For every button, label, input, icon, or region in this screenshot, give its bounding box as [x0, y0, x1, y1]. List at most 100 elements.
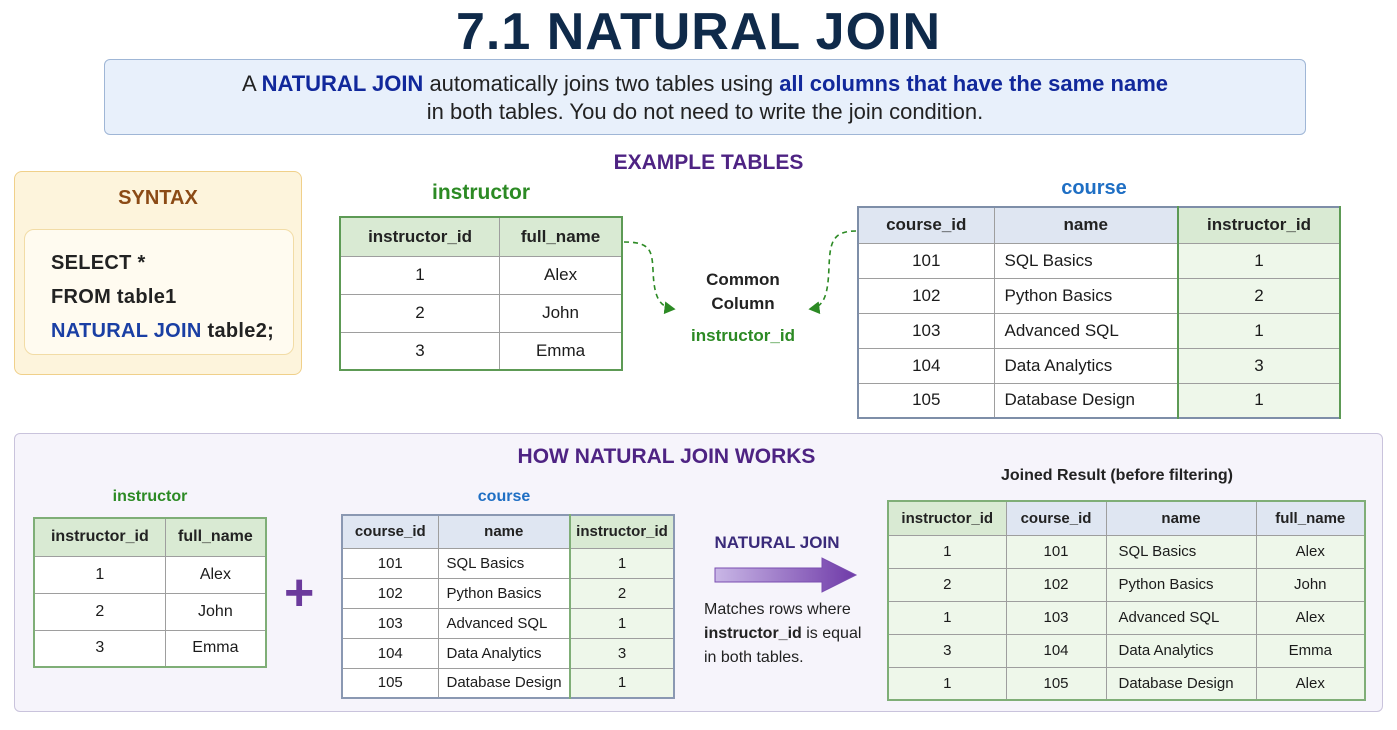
syntax-code-block: SELECT * FROM table1 NATURAL JOIN table2…	[24, 229, 294, 355]
course-table-label: course	[1061, 177, 1127, 199]
table-cell: Python Basics	[1105, 567, 1257, 602]
syntax-line-from: FROM table1	[51, 286, 177, 308]
column-header: instructor_id	[33, 517, 166, 557]
intro-box: A NATURAL JOIN automatically joins two t…	[104, 59, 1306, 135]
table-cell: 2	[33, 592, 166, 631]
table-cell: Advanced SQL	[1105, 600, 1257, 635]
table-cell: 101	[857, 242, 995, 279]
table-cell: 102	[1005, 567, 1107, 602]
table-cell: 103	[857, 312, 995, 349]
table-cell: SQL Basics	[1105, 534, 1257, 569]
desc-text: is equal	[801, 625, 862, 642]
column-header-common: instructor_id	[1177, 206, 1341, 244]
result-table-label: Joined Result (before filtering)	[1000, 467, 1233, 484]
how-it-works-heading: HOW NATURAL JOIN WORKS	[517, 445, 816, 468]
table-cell: Database Design	[1105, 666, 1257, 701]
syntax-title: SYNTAX	[118, 187, 198, 209]
table-cell: 104	[857, 347, 995, 384]
natural-join-description: Matches rows where instructor_id is equa…	[704, 598, 884, 670]
table-cell: Alex	[1255, 600, 1366, 635]
table-cell: Alex	[1255, 534, 1366, 569]
table-cell: 2	[887, 567, 1007, 602]
table-cell: Emma	[164, 629, 267, 668]
table-cell: 2	[339, 293, 501, 333]
table-cell: 1	[887, 600, 1007, 635]
column-header: name	[993, 206, 1179, 244]
intro-highlight-same-name: all columns that have the same name	[779, 71, 1168, 96]
common-label-line: Column	[711, 294, 775, 313]
column-header: full_name	[164, 517, 267, 557]
column-header: instructor_id	[339, 216, 501, 257]
table-cell: John	[164, 592, 267, 631]
table-cell: Advanced SQL	[437, 607, 571, 639]
right-connector-arrow	[808, 230, 857, 315]
instructor-table-label: instructor	[112, 488, 188, 505]
table-cell: SQL Basics	[993, 242, 1179, 279]
syntax-panel: SYNTAX SELECT * FROM table1 NATURAL JOIN…	[14, 171, 302, 375]
table-cell: Alex	[1255, 666, 1366, 701]
syntax-line-join: NATURAL JOIN table2;	[51, 314, 293, 348]
instructor-table-label: instructor	[431, 181, 530, 204]
table-cell: 3	[33, 629, 166, 668]
table-cell: Data Analytics	[993, 347, 1179, 384]
table-cell: Data Analytics	[1105, 633, 1257, 668]
table-cell: 105	[857, 382, 995, 419]
intro-line-2: in both tables. You do not need to write…	[426, 99, 984, 124]
table-cell: Alex	[499, 255, 623, 295]
table-cell: 1	[339, 255, 501, 295]
column-header: course_id	[857, 206, 995, 244]
intro-line-1: A NATURAL JOIN automatically joins two t…	[105, 70, 1305, 98]
column-header: name	[437, 514, 571, 549]
common-column-label: Common Column	[690, 268, 796, 316]
column-header: instructor_id	[887, 500, 1007, 536]
common-label-line: Common	[706, 270, 780, 289]
desc-line: in both tables.	[704, 649, 804, 666]
table-cell: 1	[1177, 382, 1341, 419]
table-cell: 1	[569, 547, 675, 579]
table-cell: Emma	[1255, 633, 1366, 668]
table-cell: 103	[1005, 600, 1107, 635]
table-cell: 1	[887, 666, 1007, 701]
course-table-label: course	[477, 488, 531, 505]
syntax-table2: table2;	[201, 320, 275, 342]
table-cell: Python Basics	[993, 277, 1179, 314]
table-cell: Database Design	[437, 667, 571, 699]
joined-result-table: instructor_id course_id name full_name 1…	[887, 500, 1366, 701]
column-header: full_name	[499, 216, 623, 257]
desc-line: instructor_id is equal	[704, 622, 884, 646]
table-cell: 102	[341, 577, 439, 609]
table-cell: 105	[1005, 666, 1107, 701]
natural-join-label: NATURAL JOIN	[714, 533, 840, 552]
table-cell: 101	[341, 547, 439, 579]
plus-icon: +	[284, 564, 315, 622]
table-cell: 2	[569, 577, 675, 609]
table-cell: Advanced SQL	[993, 312, 1179, 349]
table-cell: Emma	[499, 331, 623, 371]
page-title: 7.1 NATURAL JOIN	[455, 3, 942, 61]
example-tables-heading: EXAMPLE TABLES	[613, 151, 804, 174]
column-header-common: instructor_id	[569, 514, 675, 549]
column-header: name	[1105, 500, 1257, 536]
table-cell: John	[499, 293, 623, 333]
table-cell: 3	[569, 637, 675, 669]
table-cell: 3	[1177, 347, 1341, 384]
desc-column-name: instructor_id	[704, 625, 802, 642]
